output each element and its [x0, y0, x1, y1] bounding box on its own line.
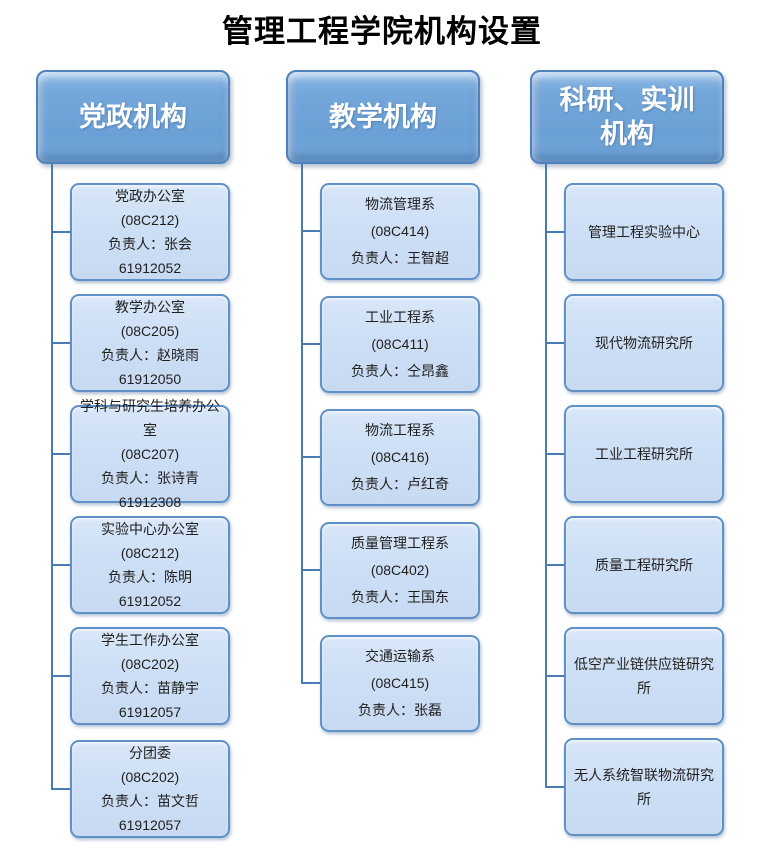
- connector-line: [51, 788, 70, 790]
- connector-line: [51, 453, 70, 455]
- org-box: 教学办公室 (08C205) 负责人：赵晓雨 61912050: [70, 294, 230, 392]
- connector-line: [301, 164, 303, 683]
- org-box: 低空产业链供应链研究所: [564, 627, 724, 725]
- org-box: 工业工程研究所: [564, 405, 724, 503]
- connector-line: [545, 453, 564, 455]
- org-box: 工业工程系 (08C411) 负责人：仝昂鑫: [320, 296, 480, 393]
- connector-line: [545, 342, 564, 344]
- connector-line: [301, 230, 320, 232]
- connector-line: [545, 164, 547, 787]
- chart-title: 管理工程学院机构设置: [222, 14, 542, 49]
- connector-line: [545, 786, 564, 788]
- org-box: 质量工程研究所: [564, 516, 724, 614]
- org-box: 质量管理工程系 (08C402) 负责人：王国东: [320, 522, 480, 619]
- org-box: 物流管理系 (08C414) 负责人：王智超: [320, 183, 480, 280]
- connector-line: [301, 569, 320, 571]
- org-box: 无人系统智联物流研究所: [564, 738, 724, 836]
- connector-line: [545, 675, 564, 677]
- org-box: 管理工程实验中心: [564, 183, 724, 281]
- org-box: 现代物流研究所: [564, 294, 724, 392]
- column-header-research-training: 科研、实训 机构: [530, 70, 724, 164]
- connector-line: [301, 682, 320, 684]
- connector-line: [51, 231, 70, 233]
- connector-line: [51, 675, 70, 677]
- org-box: 物流工程系 (08C416) 负责人：卢红奇: [320, 409, 480, 506]
- org-box: 分团委 (08C202) 负责人：苗文哲 61912057: [70, 740, 230, 838]
- connector-line: [51, 342, 70, 344]
- org-box: 实验中心办公室 (08C212) 负责人：陈明 61912052: [70, 516, 230, 614]
- connector-line: [545, 231, 564, 233]
- connector-line: [545, 564, 564, 566]
- org-box: 学科与研究生培养办公室 (08C207) 负责人：张诗青 61912308: [70, 398, 230, 510]
- org-box: 学生工作办公室 (08C202) 负责人：苗静宇 61912057: [70, 627, 230, 725]
- connector-line: [51, 164, 53, 789]
- column-header-party-gov: 党政机构: [36, 70, 230, 164]
- org-box: 交通运输系 (08C415) 负责人：张磊: [320, 635, 480, 732]
- connector-line: [301, 343, 320, 345]
- connector-line: [51, 564, 70, 566]
- org-box: 党政办公室 (08C212) 负责人：张会 61912052: [70, 183, 230, 281]
- connector-line: [301, 456, 320, 458]
- column-header-teaching: 教学机构: [286, 70, 480, 164]
